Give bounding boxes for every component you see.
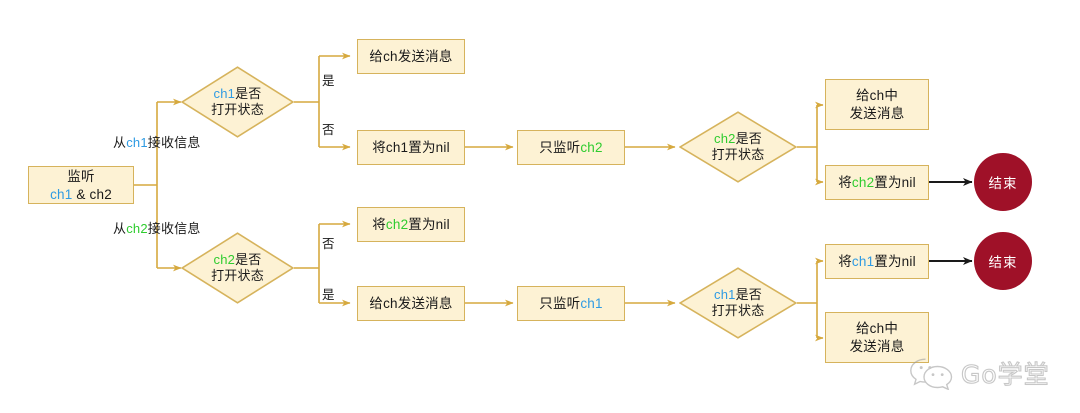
diamond-shape	[679, 111, 797, 183]
node-listen-ch2-only-label: 只监听ch2	[539, 139, 602, 156]
flow-label-recv-ch1: 从ch1接收信息	[113, 132, 201, 151]
branch-label-bottom-no: 否	[322, 237, 335, 251]
decision-ch2-open-bottom-label: ch2是否 打开状态	[211, 252, 264, 284]
end-node-top-label: 结束	[988, 176, 1018, 191]
watermark: Go学堂	[908, 355, 1050, 391]
decision-ch1-open-top[interactable]: ch1是否 打开状态	[181, 66, 294, 138]
node-set-ch2-nil-mid[interactable]: 将ch2置为nil	[357, 207, 465, 242]
node-set-ch1-nil-top[interactable]: 将ch1置为nil	[357, 130, 465, 165]
branch-label-top-no: 否	[322, 123, 335, 137]
start-node-line2: ch1 & ch2	[50, 186, 112, 203]
flow-label-recv-ch1-pre: 从	[113, 135, 127, 150]
node-set-ch2-nil-right-token: ch2	[851, 175, 875, 190]
node-send-into-ch-top[interactable]: 给ch中 发送消息	[825, 79, 929, 130]
diamond-shape	[181, 232, 294, 304]
decision-ch1-open-bottom-label: ch1是否 打开状态	[712, 287, 765, 319]
node-send-into-ch-bottom-line2: 发送消息	[849, 339, 905, 354]
branch-label-bottom-yes: 是	[322, 288, 335, 302]
decision-line2: 打开状态	[711, 303, 765, 318]
decision-line2: 打开状态	[711, 147, 765, 162]
node-listen-ch1-only-label: 只监听ch1	[539, 295, 602, 312]
wechat-icon	[910, 358, 953, 390]
node-set-ch1-nil-right-post: 置为nil	[874, 254, 916, 269]
decision-ch1-open-top-label: ch1是否 打开状态	[211, 86, 264, 118]
node-set-ch1-nil-right-label: 将ch1置为nil	[838, 253, 916, 270]
decision-line1-post: 是否	[235, 252, 262, 267]
node-listen-ch2-only[interactable]: 只监听ch2	[517, 130, 625, 165]
node-send-ch-top[interactable]: 给ch发送消息	[357, 39, 465, 74]
diamond-shape	[679, 267, 797, 339]
flow-label-recv-ch2-token: ch2	[126, 221, 148, 236]
node-send-ch-bottom-label: 给ch发送消息	[369, 296, 453, 311]
node-set-ch2-nil-mid-token: ch2	[385, 217, 409, 232]
start-node-listen[interactable]: 监听 ch1 & ch2	[28, 166, 134, 204]
node-set-ch2-nil-mid-pre: 将	[372, 217, 386, 232]
watermark-text: Go学堂	[960, 359, 1050, 389]
flow-label-recv-ch1-post: 接收信息	[147, 135, 201, 150]
decision-ch1-open-bottom[interactable]: ch1是否 打开状态	[679, 267, 797, 339]
node-set-ch2-nil-right-label: 将ch2置为nil	[838, 174, 916, 191]
decision-token-ch1: ch1	[213, 86, 236, 101]
decision-token-ch2: ch2	[714, 131, 736, 146]
decision-line2: 打开状态	[211, 102, 264, 117]
start-ch2-token: & ch2	[72, 186, 112, 202]
node-listen-ch2-token: ch2	[580, 140, 603, 155]
node-listen-ch2-pre: 只监听	[539, 140, 581, 155]
start-ch1-token: ch1	[50, 186, 73, 202]
end-node-bottom[interactable]: 结束	[974, 232, 1032, 290]
flow-label-recv-ch1-token: ch1	[126, 135, 148, 150]
decision-line1-post: 是否	[735, 131, 762, 146]
start-node-line1: 监听	[67, 168, 95, 184]
node-send-ch-bottom[interactable]: 给ch发送消息	[357, 286, 465, 321]
node-set-ch2-nil-right-post: 置为nil	[874, 175, 916, 190]
decision-ch2-open-mid[interactable]: ch2是否 打开状态	[679, 111, 797, 183]
node-send-into-ch-top-line2: 发送消息	[849, 106, 905, 121]
node-listen-ch1-token: ch1	[580, 296, 603, 311]
node-set-ch2-nil-mid-label: 将ch2置为nil	[372, 216, 450, 233]
node-send-into-ch-top-line1: 给ch中	[855, 88, 899, 103]
node-set-ch1-nil-right-token: ch1	[851, 254, 875, 269]
branch-label-top-yes: 是	[322, 74, 335, 88]
node-set-ch1-nil-top-label: 将ch1置为nil	[372, 140, 450, 155]
decision-token-ch2: ch2	[213, 252, 236, 267]
flow-label-recv-ch2: 从ch2接收信息	[113, 218, 201, 237]
node-send-into-ch-bottom[interactable]: 给ch中 发送消息	[825, 312, 929, 363]
diamond-shape	[181, 66, 294, 138]
node-set-ch2-nil-mid-post: 置为nil	[408, 217, 450, 232]
node-listen-ch1-only[interactable]: 只监听ch1	[517, 286, 625, 321]
decision-line1-post: 是否	[235, 86, 262, 101]
node-send-into-ch-bottom-line1: 给ch中	[855, 321, 899, 336]
decision-line2: 打开状态	[211, 268, 264, 283]
node-set-ch1-nil-right-pre: 将	[838, 254, 852, 269]
node-send-ch-top-label: 给ch发送消息	[369, 49, 453, 64]
decision-line1-post: 是否	[735, 287, 762, 302]
decision-ch2-open-mid-label: ch2是否 打开状态	[712, 131, 765, 163]
decision-ch2-open-bottom[interactable]: ch2是否 打开状态	[181, 232, 294, 304]
flow-label-recv-ch2-post: 接收信息	[147, 221, 201, 236]
node-set-ch1-nil-right[interactable]: 将ch1置为nil	[825, 244, 929, 279]
node-listen-ch1-pre: 只监听	[539, 296, 581, 311]
flow-label-recv-ch2-pre: 从	[113, 221, 127, 236]
node-set-ch2-nil-right-pre: 将	[838, 175, 852, 190]
end-node-top[interactable]: 结束	[974, 153, 1032, 211]
decision-token-ch1: ch1	[714, 287, 736, 302]
node-set-ch2-nil-right[interactable]: 将ch2置为nil	[825, 165, 929, 200]
end-node-bottom-label: 结束	[988, 255, 1018, 270]
